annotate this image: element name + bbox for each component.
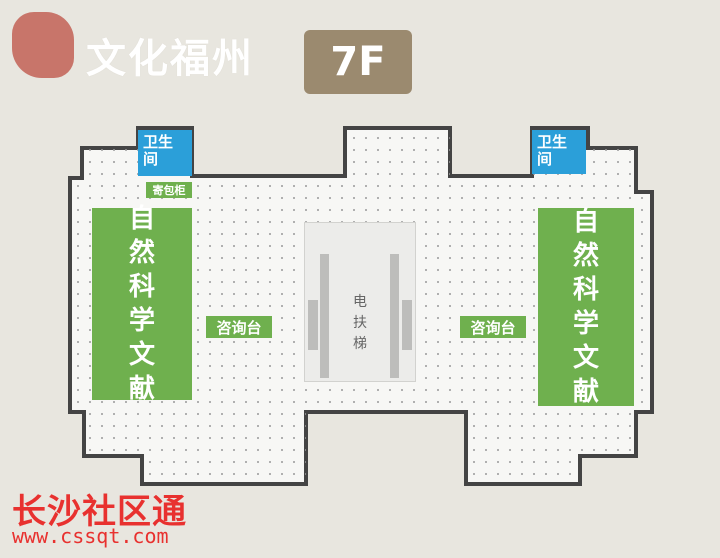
left-section-chars-char-6: 献: [128, 374, 155, 404]
restroom-right: 卫生 间: [532, 130, 586, 174]
seal-logo: [12, 12, 74, 78]
restroom-right-line2: 间: [537, 150, 553, 168]
brand-title: 文化福州: [86, 36, 254, 82]
restroom-right-line1: 卫生: [537, 133, 568, 151]
locker-label: 寄包柜: [146, 182, 192, 198]
escalator-char-2: 扶: [353, 315, 367, 331]
right-section-chars-char-5: 文: [572, 343, 599, 373]
watermark-url: www.cssqt.com: [12, 524, 169, 548]
escalator-rail-right-long: [390, 254, 399, 378]
right-section-chars-char-2: 然: [572, 241, 599, 271]
info-desk-left: 咨询台: [206, 316, 272, 338]
left-section-label: 自然科学文献: [129, 202, 155, 406]
right-section-natural-science: 自然科学文献: [538, 205, 634, 409]
right-section-label: 自然科学文献: [573, 205, 599, 409]
escalator-rail-left-long: [320, 254, 329, 378]
escalator-label: 电 扶 梯: [340, 292, 380, 355]
left-section-natural-science: 自然科学文献: [92, 204, 192, 404]
left-section-chars-char-1: 自: [128, 204, 155, 234]
floor-badge: 7F: [304, 30, 412, 94]
watermark-name: 长沙社区通: [12, 492, 187, 532]
escalator-rail-left-short: [308, 300, 318, 350]
escalator-char-1: 电: [353, 294, 367, 310]
info-desk-right: 咨询台: [460, 316, 526, 338]
left-section-chars-char-2: 然: [128, 238, 155, 268]
escalator-char-3: 梯: [353, 336, 367, 352]
right-section-chars-char-4: 学: [572, 309, 599, 339]
right-section-chars-char-6: 献: [572, 377, 599, 407]
restroom-left: 卫生 间: [138, 130, 192, 176]
restroom-left-line2: 间: [143, 150, 159, 168]
left-section-chars-char-5: 文: [128, 340, 155, 370]
left-section-chars-char-4: 学: [128, 306, 155, 336]
escalator-rail-right-short: [402, 300, 412, 350]
right-section-chars-char-1: 自: [572, 207, 599, 237]
restroom-left-line1: 卫生: [143, 133, 174, 151]
left-section-chars-char-3: 科: [128, 272, 155, 302]
right-section-chars-char-3: 科: [572, 275, 599, 305]
